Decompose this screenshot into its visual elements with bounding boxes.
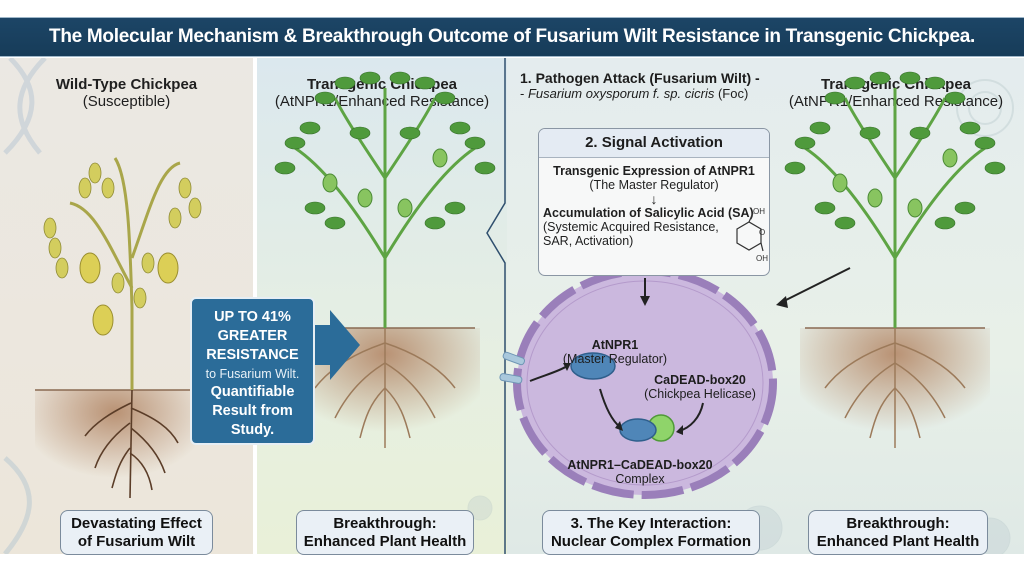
soil — [35, 390, 195, 500]
title-bar: The Molecular Mechanism & Breakthrough O… — [0, 17, 1024, 57]
caption-line-2: Enhanced Plant Health — [816, 532, 980, 550]
healthy-leaves — [784, 71, 1006, 230]
atnpr1-in-complex — [619, 418, 657, 442]
atnpr1-protein — [570, 352, 616, 380]
caption-line-2: Enhanced Plant Health — [303, 532, 467, 550]
zigzag-divider — [486, 58, 506, 554]
atnpr1-label-group: AtNPR1 (Master Regulator) — [560, 338, 670, 366]
oh-bottom: OH — [756, 254, 768, 263]
sar-label-2: SAR, Activation) — [543, 234, 634, 248]
healthy-chickpea-plant-right — [784, 71, 1006, 458]
cadead-label-group: CaDEAD-box20 (Chickpea Helicase) — [635, 373, 765, 401]
o-label: O — [759, 228, 765, 237]
callout-percent: UP TO 41% — [214, 309, 291, 325]
wilted-leaves — [43, 162, 202, 309]
step1-suffix: (Foc) — [714, 86, 749, 101]
caption-line-1: Devastating Effect — [71, 514, 202, 532]
wilted-roots — [84, 389, 179, 499]
signal-activation-box: 2. Signal Activation Transgenic Expressi… — [538, 128, 770, 276]
healthy-roots — [824, 328, 966, 448]
step1-species-line: - Fusarium oxysporum f. sp. cicris (Foc) — [520, 86, 770, 101]
complex-label: AtNPR1–CaDEAD-box20 — [567, 458, 713, 472]
nucleus-cell — [499, 267, 777, 499]
expression-sub: (The Master Regulator) — [589, 178, 719, 192]
step1-prefix: - — [520, 86, 528, 101]
healthy-pods — [832, 148, 958, 218]
healthy-leaves — [274, 71, 496, 230]
wilted-stems — [69, 157, 181, 390]
wild-type-caption: Devastating Effect of Fusarium Wilt — [60, 510, 213, 555]
transgenic-left-caption: Breakthrough: Enhanced Plant Health — [296, 510, 474, 555]
wild-type-subtitle: (Susceptible) — [82, 93, 171, 110]
healthy-chickpea-plant-left — [274, 71, 496, 458]
page-title: The Molecular Mechanism & Breakthrough O… — [49, 26, 975, 47]
sar-label-1: (Systemic Acquired Resistance, — [543, 220, 719, 234]
complex-sub: Complex — [615, 472, 665, 486]
callout-line-resistance: RESISTANCE — [206, 347, 299, 363]
wilted-pods — [79, 252, 179, 336]
salicylic-acid-label: Accumulation of Salicylic Acid (SA) — [543, 206, 754, 220]
caption-line-2: Nuclear Complex Formation — [550, 532, 752, 550]
healthy-pods — [322, 148, 448, 218]
caption-line-2: of Fusarium Wilt — [77, 532, 196, 550]
transgenic-right-caption: Breakthrough: Enhanced Plant Health — [808, 510, 988, 555]
down-arrow-icon — [640, 296, 650, 306]
cadead-sub: (Chickpea Helicase) — [644, 387, 756, 401]
result-arrow-icon — [310, 310, 360, 380]
step1-heading: 1. Pathogen Attack (Fusarium Wilt) - - F… — [520, 70, 770, 101]
atnpr1-sub: (Master Regulator) — [562, 352, 668, 366]
expression-label: Transgenic Expression of AtNPR1 — [553, 164, 755, 178]
down-arrow-icon: ↓ — [650, 191, 658, 207]
atnpr1-label: AtNPR1 — [591, 338, 639, 352]
caption-line-1: Breakthrough: — [846, 514, 950, 532]
callout-line-result: Result from — [212, 403, 293, 419]
salicylic-acid-molecule-icon: OH O OH — [736, 207, 768, 263]
result-callout: UP TO 41% GREATER RESISTANCE to Fusarium… — [190, 297, 315, 445]
callout-line-greater: GREATER — [217, 328, 288, 344]
cadead-label: CaDEAD-box20 — [654, 373, 746, 387]
membrane-channel-icon — [499, 351, 526, 384]
caption-line-1: Breakthrough: — [333, 514, 437, 532]
healthy-roots — [314, 328, 456, 448]
key-interaction-caption: 3. The Key Interaction: Nuclear Complex … — [542, 510, 760, 555]
dna-helix-icon — [3, 58, 47, 554]
wild-type-heading: Wild-Type Chickpea (Susceptible) — [0, 76, 253, 110]
oh-top: OH — [753, 207, 765, 216]
wilted-chickpea-plant — [35, 157, 202, 500]
step1-title: 1. Pathogen Attack (Fusarium Wilt) - — [520, 70, 760, 86]
plant-illustrations — [35, 71, 1006, 500]
callout-line-target: to Fusarium Wilt. — [205, 367, 300, 381]
caption-line-1: 3. The Key Interaction: — [570, 514, 732, 532]
step1-species: Fusarium oxysporum f. sp. cicris — [527, 86, 715, 101]
arrowheads — [563, 363, 683, 435]
callout-line-study: Study. — [230, 422, 275, 438]
wild-type-title: Wild-Type Chickpea — [55, 76, 198, 93]
callout-line-quantifiable: Quantifiable — [210, 384, 295, 400]
left-arrow-icon — [776, 296, 788, 308]
complex-label-group: AtNPR1–CaDEAD-box20 Complex — [555, 458, 725, 486]
signal-activation-title: 2. Signal Activation — [539, 129, 769, 158]
